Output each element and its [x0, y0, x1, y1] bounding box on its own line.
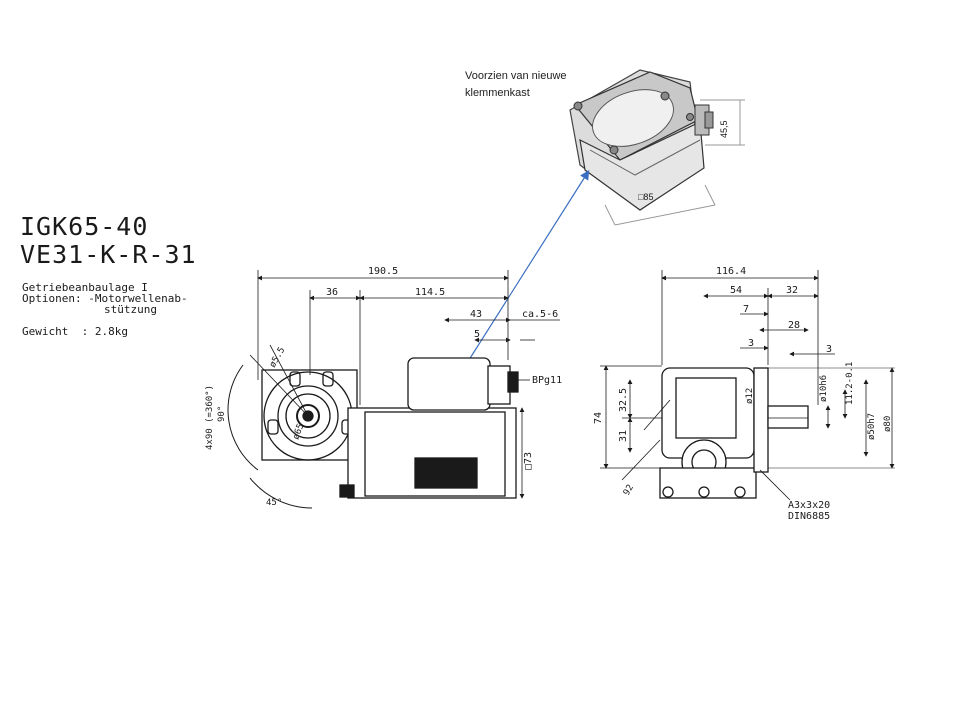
- dim-ca56: ca.5-6: [522, 309, 558, 320]
- rdim-d10: ø10h6: [819, 375, 829, 402]
- rdim-total: 116.4: [716, 266, 746, 277]
- dim-36: 36: [326, 287, 338, 298]
- rdim-h74: 74: [593, 412, 604, 424]
- rdim-d12: ø12: [745, 388, 755, 404]
- box-height-label: 45,5: [719, 120, 729, 138]
- rdim-7: 7: [743, 304, 749, 315]
- box-width-label: □85: [638, 192, 653, 202]
- rdim-d112: 11.2-0.1: [845, 362, 855, 405]
- spec-weight: Gewicht : 2.8kg: [22, 325, 128, 338]
- rdim-28: 28: [788, 320, 800, 331]
- terminal-box-image: [569, 69, 745, 226]
- spec-options: Optionen: -Motorwellenab-: [22, 292, 188, 305]
- front-hole-dia: ø5.5: [268, 346, 288, 370]
- annotation-line2: klemmenkast: [465, 87, 530, 99]
- right-view: [600, 270, 895, 501]
- rdim-d80: ø80: [883, 416, 893, 432]
- rdim-54: 54: [730, 285, 742, 296]
- annotation-arrow: [454, 169, 590, 383]
- rdim-32: 32: [786, 285, 798, 296]
- front-angle-45: 45°: [266, 498, 282, 508]
- rdim-h31: 31: [618, 430, 629, 442]
- front-angle-90: 90°: [217, 406, 227, 422]
- rdim-3a: 3: [748, 338, 754, 349]
- rdim-h325: 32.5: [618, 388, 629, 412]
- spec-mounting: Getriebeanbaulage I: [22, 281, 148, 294]
- annotation-line1: Voorzien van nieuwe: [465, 70, 567, 82]
- front-angle-4x90: 4x90 (=360°): [205, 385, 215, 450]
- front-view: [227, 344, 358, 509]
- dim-total-length: 190.5: [368, 266, 398, 277]
- dim-114: 114.5: [415, 287, 445, 298]
- rdim-3b: 3: [826, 344, 832, 355]
- dim-5: 5: [474, 329, 480, 340]
- spec-options-cont: stützung: [104, 303, 157, 316]
- rdim-d50: ø50h7: [867, 413, 877, 440]
- rdim-d92: 92: [622, 483, 636, 497]
- model-title: IGK65-40: [20, 212, 149, 241]
- rdim-key1: A3x3x20: [788, 500, 830, 511]
- side-view: [257, 270, 560, 499]
- dim-sq73: □73: [523, 452, 534, 470]
- dim-43: 43: [470, 309, 482, 320]
- model-subtitle: VE31-K-R-31: [20, 240, 197, 269]
- rdim-key2: DIN6885: [788, 511, 830, 522]
- dim-bpg11: BPg11: [532, 375, 562, 386]
